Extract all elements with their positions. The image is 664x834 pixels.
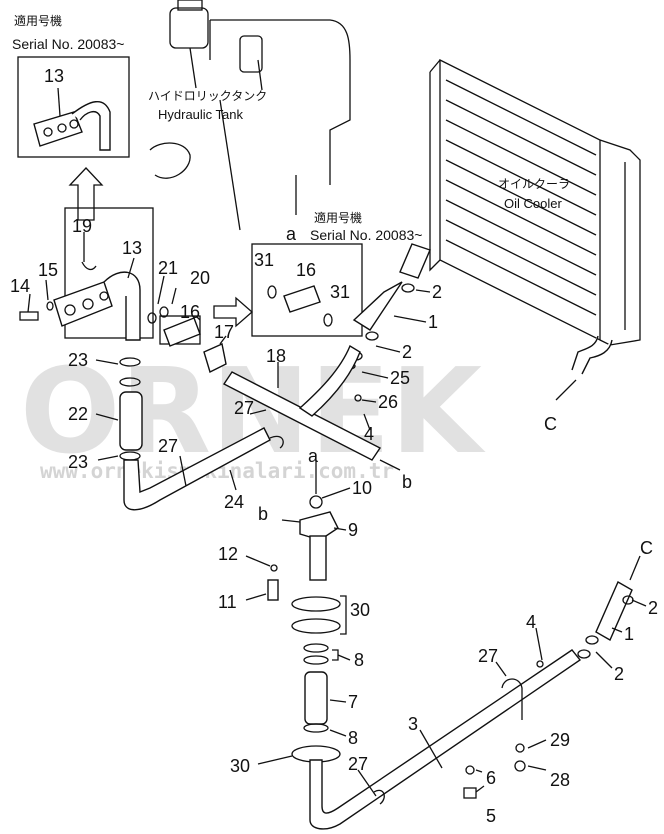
callout-2-upper-a: 2 [432,282,442,302]
watermark: ORNEK www.ornekismakinalari.com.tr [20,342,487,483]
serial-note-top: 適用号機 Serial No. 20083~ [12,13,124,52]
flange-9-assembly [267,495,341,763]
callout-18: 18 [266,346,286,366]
detail-a-callout-31-left: 31 [254,250,274,270]
hose-1-lower [595,581,633,641]
leader-lines [27,232,647,797]
up-arrow-icon [68,167,104,221]
callout-a-mark: a [308,446,319,466]
serial-note-text: Serial No. 20083~ [12,36,124,52]
detail-a-serial-text: Serial No. 20083~ [310,227,422,243]
pipe-24 [123,427,271,511]
valve-assembly-13 [19,207,227,373]
inset-frame [17,56,130,158]
callout-15: 15 [38,260,58,280]
callout-6: 6 [486,768,496,788]
tank-filter-icon [239,35,263,73]
tank-label-jp: ハイドロリックタンク [148,89,267,103]
oil-cooler: オイルクーラ Oil Cooler [429,58,641,375]
hose-7 [304,671,328,725]
hose-22 [119,391,143,451]
watermark-brand: ORNEK [20,342,487,480]
callout-14: 14 [10,276,30,296]
hydraulic-tank: ハイドロリックタンク Hydraulic Tank [148,0,351,231]
right-arrow-icon [213,296,253,328]
clamp-30-upper [291,596,341,612]
callout-30-lower: 30 [230,756,250,776]
upper-hose-assembly [344,243,431,402]
callout-4-upper: 4 [364,424,374,444]
callout-3: 3 [408,714,418,734]
callout-7: 7 [348,692,358,712]
callout-17: 17 [214,322,234,342]
callout-4-lower: 4 [526,612,536,632]
hose-1-upper [352,281,403,331]
serial-note-jp: 適用号機 [14,13,62,28]
pipe-3 [309,649,582,830]
callout-16: 16 [180,302,200,322]
callout-27-clip: 27 [478,646,498,666]
lower-hose-assembly [577,555,641,659]
callout-22: 22 [68,404,88,424]
callout-1-lower: 1 [624,624,634,644]
callout-28: 28 [550,770,570,790]
callout-30-upper: 30 [350,600,370,620]
callout-8-lower: 8 [348,728,358,748]
pipe-18 [222,371,382,461]
callout-25: 25 [390,368,410,388]
detail-a-letter: a [286,224,297,244]
callout-19: 19 [72,216,92,236]
callout-c-lower: C [640,538,653,558]
tank-label-en: Hydraulic Tank [158,107,244,122]
callout-10: 10 [352,478,372,498]
cooler-label-jp: オイルクーラ [498,177,570,191]
callout-2-lower-a: 2 [614,664,624,684]
callout-1-upper: 1 [428,312,438,332]
detail-a-callout-16: 16 [296,260,316,280]
callout-13: 13 [122,238,142,258]
callout-23-lower: 23 [68,452,88,472]
callout-5: 5 [486,806,496,826]
callout-27-upper: 27 [234,398,254,418]
tank-cap-icon [169,7,209,49]
inset-callout-13: 13 [44,66,64,86]
callout-b-mark-left: b [258,504,268,524]
inset-detail-13: 13 [17,56,130,158]
cooler-label-en: Oil Cooler [504,196,562,211]
callouts: 1 2 2 25 26 4 18 27 17 16 20 21 13 19 14… [10,216,658,826]
callout-26: 26 [378,392,398,412]
callout-27-mid: 27 [158,436,178,456]
callout-9: 9 [348,520,358,540]
callout-12: 12 [218,544,238,564]
callout-8-upper: 8 [354,650,364,670]
callout-c-upper: C [544,414,557,434]
callout-29: 29 [550,730,570,750]
detail-a: a 適用号機 Serial No. 20083~ 31 16 31 [251,175,422,337]
callout-2-lower-b: 2 [648,598,658,618]
pipe-3-assembly [309,649,582,830]
callout-23-upper: 23 [68,350,88,370]
callout-20: 20 [190,268,210,288]
callout-2-upper-b: 2 [402,342,412,362]
callout-11: 11 [218,592,237,612]
detail-a-frame [251,243,363,337]
callout-27-lower: 27 [348,754,368,774]
callout-21: 21 [158,258,178,278]
detail-a-callout-31-right: 31 [330,282,350,302]
cooler-fins [445,79,597,316]
callout-b-mark-right: b [402,472,412,492]
hose-22-assembly [119,357,284,511]
flange-9 [299,511,339,541]
detail-a-serial-jp: 適用号機 [314,210,362,225]
callout-24: 24 [224,492,244,512]
